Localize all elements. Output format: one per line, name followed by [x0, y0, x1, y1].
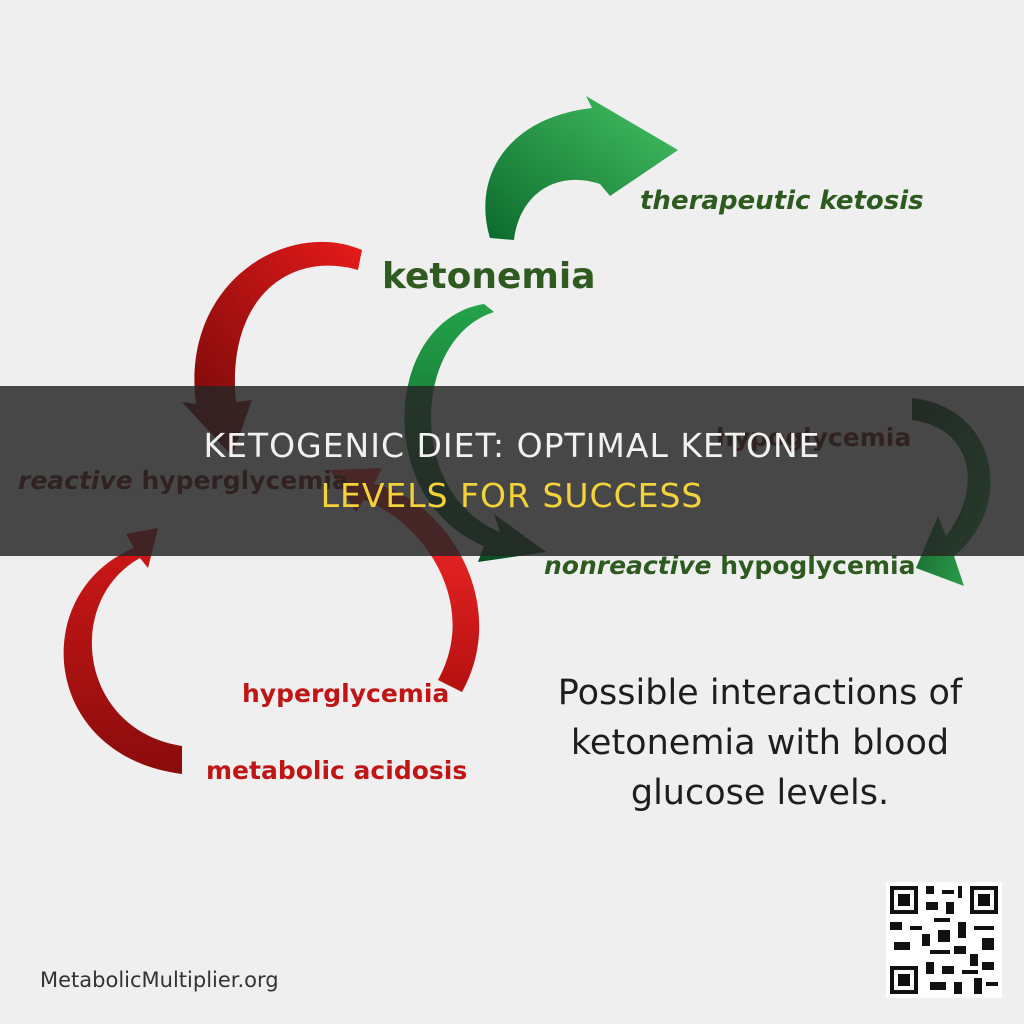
- qr-code-icon: [886, 882, 1002, 998]
- label-ketonemia: ketonemia: [382, 256, 596, 297]
- figure-caption: Possible interactions of ketonemia with …: [520, 668, 1000, 818]
- caption-line-3: glucose levels.: [630, 773, 890, 813]
- banner-title-line-1: KETOGENIC DIET: OPTIMAL KETONE: [203, 426, 821, 465]
- arrow-metabolic-acidosis-to-reactive-hyperglycemia: [63, 528, 182, 774]
- label-therapeutic-ketosis: therapeutic ketosis: [640, 186, 924, 216]
- title-banner: KETOGENIC DIET: OPTIMAL KETONE LEVELS FO…: [0, 386, 1024, 556]
- banner-title-line-2: LEVELS FOR SUCCESS: [320, 476, 704, 515]
- source-credit: MetabolicMultiplier.org: [40, 968, 279, 992]
- label-metabolic-acidosis: metabolic acidosis: [206, 756, 468, 785]
- arrow-ketonemia-to-therapeutic-ketosis: [485, 96, 678, 240]
- label-hyperglycemia: hyperglycemia: [242, 679, 450, 708]
- caption-line-1: Possible interactions of: [557, 673, 963, 713]
- caption-line-2: ketonemia with blood: [570, 723, 950, 763]
